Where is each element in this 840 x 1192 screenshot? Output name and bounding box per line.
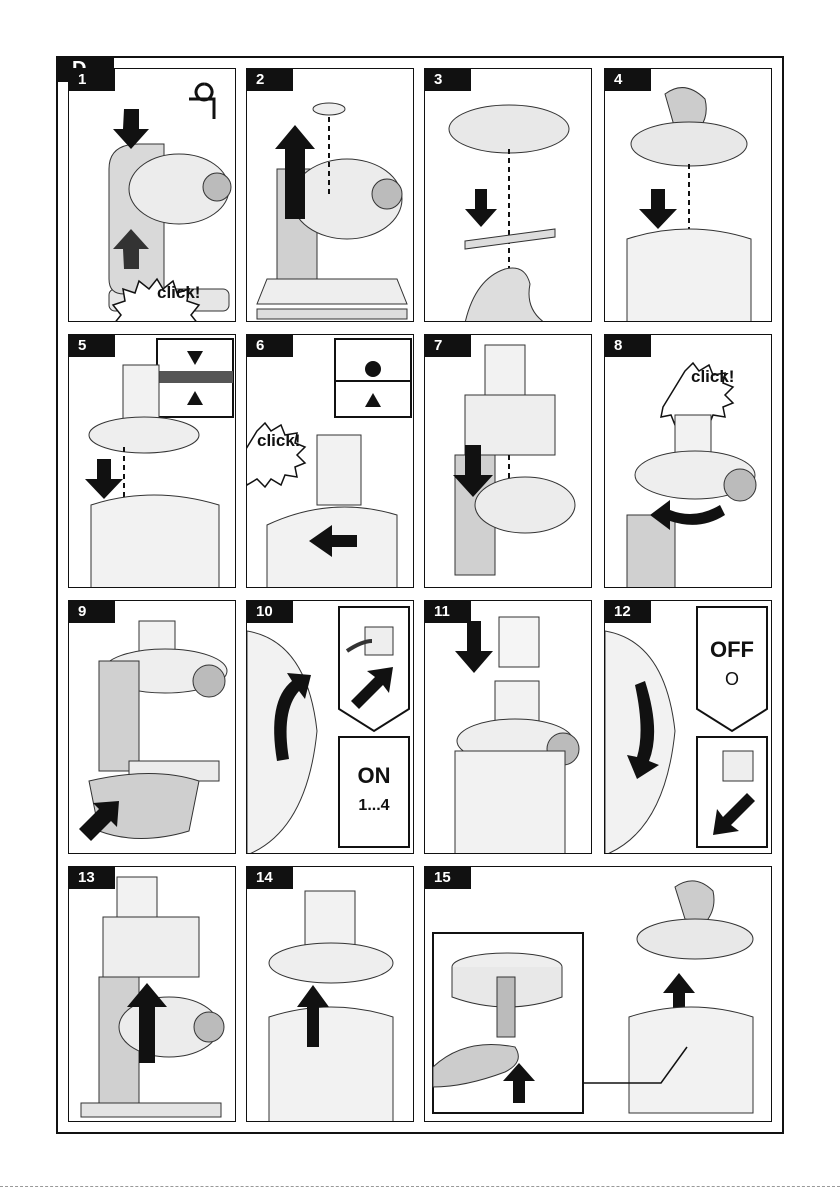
step-6-illustration — [247, 335, 414, 588]
step-15-illustration — [425, 867, 772, 1122]
step-panel-6: 6 click! — [246, 334, 414, 588]
speed-label: 1...4 — [339, 797, 409, 815]
step-11-illustration — [425, 601, 592, 854]
arrow-down-icon — [639, 189, 677, 229]
step-3-illustration — [425, 69, 592, 322]
step-7-illustration — [425, 335, 592, 588]
click-label: click! — [257, 431, 300, 451]
step-panel-10: 10 ON 1...4 — [246, 600, 414, 854]
step-5-illustration — [69, 335, 236, 588]
step-panel-3: 3 — [424, 68, 592, 322]
arrow-down-icon — [85, 459, 123, 499]
step-9-illustration — [69, 601, 236, 854]
cut-line — [0, 1186, 840, 1187]
step-panel-7: 7 — [424, 334, 592, 588]
step-2-illustration — [247, 69, 414, 322]
step-4-illustration — [605, 69, 772, 322]
step-panel-8: 8 click! — [604, 334, 772, 588]
arrow-down-icon — [113, 109, 149, 149]
off-symbol: O — [697, 669, 767, 690]
arrow-down-icon — [465, 189, 497, 227]
step-8-illustration — [605, 335, 772, 588]
step-10-illustration — [247, 601, 414, 854]
hand-icon — [675, 881, 714, 923]
step-panel-11: 11 — [424, 600, 592, 854]
step-panel-1: 1 click! — [68, 68, 236, 322]
hand-icon — [465, 268, 545, 322]
click-label: click! — [157, 283, 200, 303]
click-label: click! — [691, 367, 734, 387]
on-label: ON — [339, 763, 409, 789]
step-panel-12: 12 OFF O — [604, 600, 772, 854]
plug-icon — [723, 751, 753, 781]
step-14-illustration — [247, 867, 414, 1122]
step-13-illustration — [69, 867, 236, 1122]
off-label: OFF — [697, 637, 767, 663]
step-panel-4: 4 — [604, 68, 772, 322]
step-panel-13: 13 — [68, 866, 236, 1122]
step-panel-5: 5 — [68, 334, 236, 588]
step-panel-2: 2 — [246, 68, 414, 322]
arrow-down-icon — [455, 621, 493, 673]
step-panel-9: 9 — [68, 600, 236, 854]
step-1-illustration — [69, 69, 236, 322]
step-panel-15: 15 — [424, 866, 772, 1122]
step-panel-14: 14 — [246, 866, 414, 1122]
tool-icon — [189, 84, 214, 119]
